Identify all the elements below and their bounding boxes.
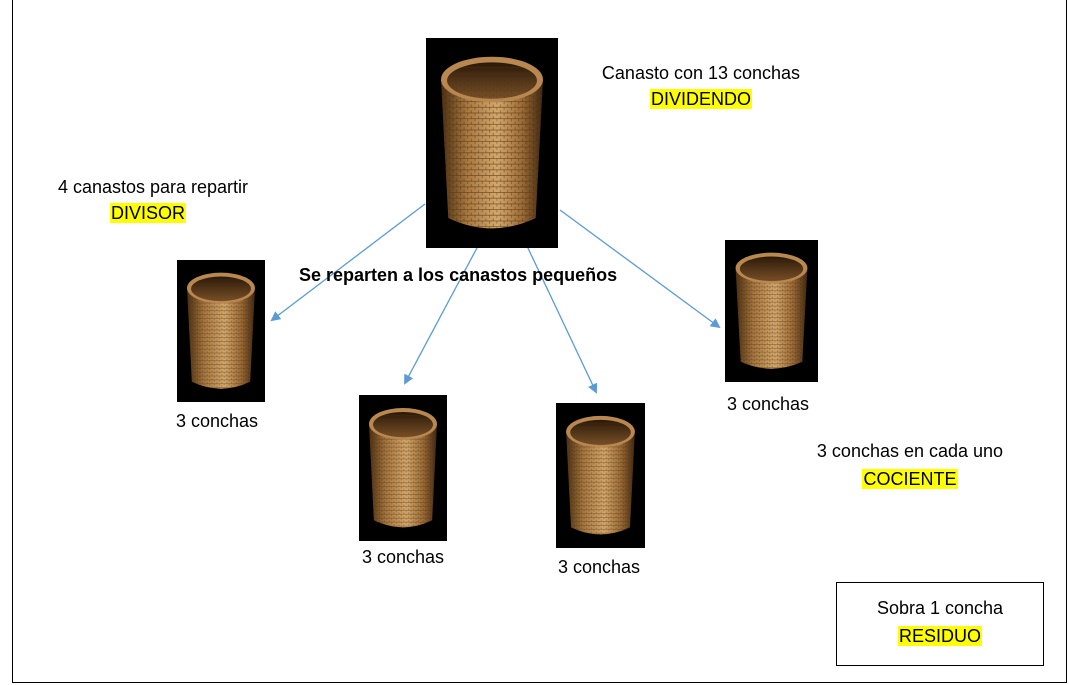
quotient-term: COCIENTE bbox=[862, 469, 958, 489]
small-basket-label-3: 3 conchas bbox=[557, 557, 641, 577]
dividend-description: Canasto con 13 conchas bbox=[601, 63, 801, 83]
distribution-title: Se reparten a los canastos pequeños bbox=[299, 265, 618, 285]
arrow-to-basket-1 bbox=[270, 203, 426, 322]
residue-description: Sobra 1 concha bbox=[876, 598, 1004, 618]
dividend-term: DIVIDENDO bbox=[649, 89, 752, 109]
arrow-to-basket-3 bbox=[526, 245, 598, 394]
large-basket-image bbox=[426, 38, 558, 248]
small-basket-image-3 bbox=[556, 403, 645, 548]
divisor-label: 4 canastos para repartir DIVISOR bbox=[28, 176, 278, 224]
small-basket-label-1: 3 conchas bbox=[175, 411, 259, 431]
small-basket-image-4 bbox=[725, 240, 818, 382]
diagram-frame bbox=[12, 0, 1067, 683]
quotient-description: 3 conchas en cada uno bbox=[816, 441, 1004, 461]
small-basket-image-1 bbox=[177, 260, 265, 402]
divisor-term: DIVISOR bbox=[110, 203, 187, 223]
quotient-label: 3 conchas en cada uno COCIENTE bbox=[785, 440, 1035, 490]
arrow-to-basket-4 bbox=[559, 209, 721, 329]
small-basket-label-2: 3 conchas bbox=[361, 547, 445, 567]
dividend-label: Canasto con 13 conchas DIVIDENDO bbox=[576, 62, 826, 110]
small-basket-image-2 bbox=[359, 395, 447, 541]
residue-box: Sobra 1 concha RESIDUO bbox=[836, 582, 1044, 666]
small-basket-label-4: 3 conchas bbox=[726, 394, 810, 414]
residue-term: RESIDUO bbox=[897, 626, 982, 646]
divisor-description: 4 canastos para repartir bbox=[57, 177, 249, 197]
arrow-to-basket-2 bbox=[404, 245, 479, 385]
